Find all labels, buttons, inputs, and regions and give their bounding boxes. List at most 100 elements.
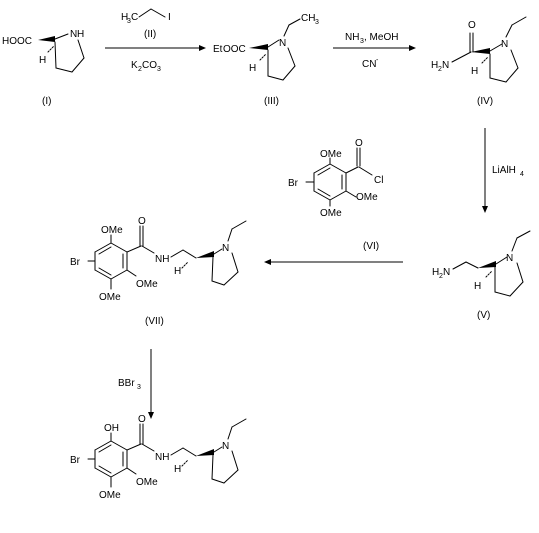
- compound-V: H 2 N N H (V): [432, 230, 531, 321]
- ring-bond: [110, 440, 128, 451]
- step-2-reagent-bottom: CN -: [362, 57, 379, 70]
- step-3-reagent: LiAlH 4: [492, 165, 524, 178]
- ring-bond: [223, 469, 239, 484]
- c-cl-bond: [358, 166, 373, 176]
- compound-II: H 3 C I (II): [121, 8, 171, 40]
- amide-bond: [451, 51, 472, 63]
- hash-bond: [259, 53, 267, 61]
- wedge-bond: [196, 251, 214, 258]
- ring-bond: [329, 163, 347, 174]
- svg-text:3: 3: [157, 66, 161, 73]
- ome-bottom-label: OMe: [99, 292, 121, 303]
- ring-bond: [489, 43, 503, 52]
- acyl-bond: [126, 245, 142, 253]
- ring-inner-bond: [98, 444, 112, 453]
- stereo-hydrogen-label: H: [174, 464, 181, 475]
- ome-right-label: OMe: [136, 477, 158, 488]
- wedge-bond: [478, 261, 496, 268]
- ring-bond: [94, 467, 112, 478]
- ring-bond: [287, 47, 296, 67]
- hash-bond: [47, 45, 55, 53]
- ring-bond: [495, 256, 508, 265]
- acyl-bond: [345, 166, 359, 174]
- ome-bond: [126, 269, 137, 277]
- hash-bond: [181, 261, 189, 269]
- amine-subscript: 2: [439, 273, 443, 280]
- ring-bond: [313, 163, 331, 174]
- ethyl-bond: [231, 418, 247, 428]
- ethyl-bond: [505, 24, 513, 38]
- ome-bottom-label: OMe: [99, 490, 121, 501]
- wedge-bond: [38, 36, 55, 42]
- amide-nh-label: NH: [155, 452, 169, 463]
- ethyl-bond: [516, 230, 531, 239]
- ring-nitrogen-label: N: [501, 39, 508, 50]
- hash-bond: [481, 56, 489, 64]
- ethyl-bond: [283, 24, 290, 37]
- ring-bond: [211, 280, 225, 286]
- svg-text:, MeOH: , MeOH: [364, 32, 398, 43]
- svg-text:LiAlH: LiAlH: [492, 165, 516, 176]
- wedge-bond: [471, 48, 490, 54]
- compound-I: HOOC N H H (I): [2, 29, 85, 107]
- hydroxyl-label: OH: [104, 423, 119, 434]
- compound-IV: O H 2 N N H (IV): [431, 16, 527, 107]
- step-1-base: K 2 CO 3: [131, 60, 161, 73]
- ring-bond: [329, 190, 347, 201]
- bromo-label: Br: [70, 257, 81, 268]
- compound-III: Et OOC N CH 3 H (III): [213, 13, 319, 107]
- methyl-h-label: H: [121, 12, 128, 23]
- ring-bond: [54, 33, 69, 40]
- svg-text:CN: CN: [362, 59, 376, 70]
- ethyl-bond: [231, 220, 247, 230]
- ring-bond: [510, 49, 519, 69]
- amide-nh-label: NH: [155, 254, 169, 265]
- methyl-c-label: C: [131, 12, 138, 23]
- ethyl-bond: [138, 8, 152, 18]
- amine-n-label: N: [442, 60, 449, 71]
- ethyl-bond: [227, 426, 233, 440]
- ring-bond: [110, 269, 128, 280]
- stereo-hydrogen-label: H: [39, 55, 46, 66]
- ch2-bond: [170, 447, 184, 456]
- amide-bond: [141, 443, 155, 452]
- methyl-subscript: 3: [315, 19, 319, 26]
- step-4-arrow: [264, 259, 403, 265]
- ethyl-bond: [511, 237, 518, 252]
- ring-bond: [231, 450, 239, 471]
- ethyl-bond: [227, 228, 233, 242]
- ring-bond: [282, 65, 296, 81]
- ring-bond: [213, 248, 223, 255]
- ring-nitrogen-label: N: [222, 243, 229, 254]
- svg-text:CO: CO: [142, 60, 157, 71]
- methyl-ch-label: CH: [301, 13, 315, 24]
- compound-VI: OMe Br OMe OMe O Cl (VI): [288, 138, 383, 252]
- step-2-arrow: [333, 45, 416, 51]
- carbonyl-oxygen-label: O: [138, 216, 146, 227]
- ethyl-bond: [288, 18, 301, 26]
- amine-n-label: N: [443, 267, 450, 278]
- ring-inner-bond: [98, 465, 112, 474]
- svg-text:-: -: [376, 57, 379, 64]
- ome-bond: [345, 190, 357, 198]
- ch2-bond: [182, 249, 197, 259]
- ch2-bond: [465, 261, 479, 269]
- chloro-label: Cl: [374, 175, 383, 186]
- hash-bond: [485, 270, 493, 278]
- compound-III-label: (III): [264, 96, 279, 107]
- ring-bond: [494, 291, 511, 297]
- compound-II-label: (II): [144, 29, 156, 40]
- carbonyl-oxygen-label: O: [355, 138, 363, 149]
- ethyl-bond: [150, 8, 166, 18]
- ch2-bond: [170, 249, 184, 258]
- compound-VII: OMe Br OMe OMe O NH N H (VII): [70, 216, 247, 327]
- ome-top-label: OMe: [320, 149, 342, 160]
- stereo-hydrogen-label: H: [249, 63, 256, 74]
- ring-inner-bond: [98, 246, 112, 255]
- stereo-hydrogen-label: H: [471, 66, 478, 77]
- stereo-hydrogen-label: H: [174, 266, 181, 277]
- ring-bond: [267, 39, 280, 48]
- wedge-bond: [196, 449, 214, 456]
- ch2-bond: [452, 261, 467, 270]
